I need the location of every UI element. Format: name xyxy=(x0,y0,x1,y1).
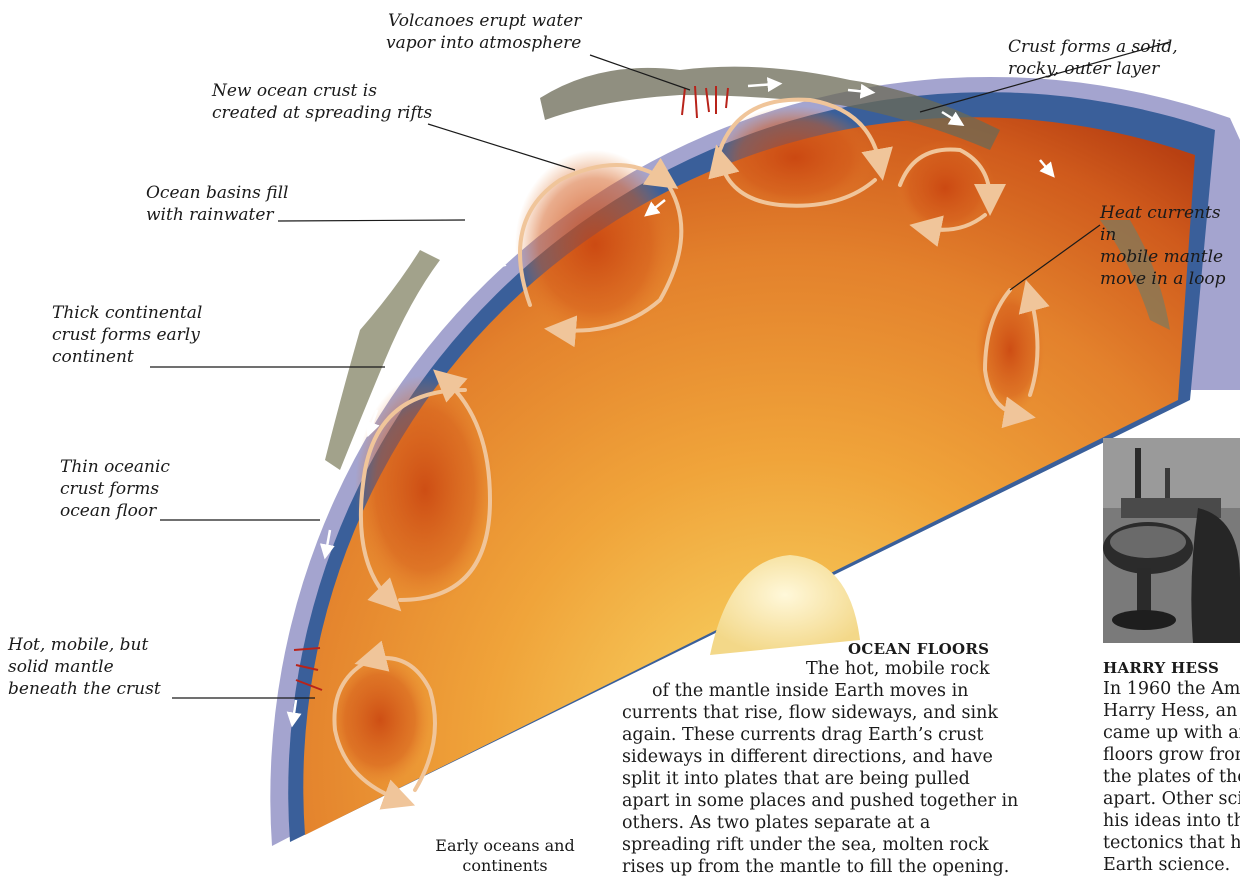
label-ocean-basins: Ocean basins fill with rainwater xyxy=(146,182,288,226)
article-text: currents that rise, flow sideways, and s… xyxy=(622,702,1020,879)
sidebar-line: the plates of the crust are pulled xyxy=(1103,766,1240,788)
article-line-2: of the mantle inside Earth moves in xyxy=(622,680,1020,702)
sidebar-body: In 1960 the American geologist Harry Hes… xyxy=(1103,678,1240,879)
label-volcanoes: Volcanoes erupt water vapor into atmosph… xyxy=(386,10,581,54)
sidebar-line: his ideas into the theory of plate xyxy=(1103,810,1240,832)
sidebar-line: apart. Other scientists developed xyxy=(1103,788,1240,810)
article-heading: OCEAN FLOORS xyxy=(848,640,989,658)
harry-hess-photo xyxy=(1103,438,1240,643)
sidebar-heading: HARRY HESS xyxy=(1103,659,1219,677)
sidebar-line: Harry Hess, an ocean-floor expert, xyxy=(1103,700,1240,722)
label-continental-crust: Thick continental crust forms early cont… xyxy=(52,302,202,368)
label-heat-currents: Heat currents in mobile mantle move in a… xyxy=(1100,202,1240,290)
sidebar-line: floors grow from the rifts, where xyxy=(1103,744,1240,766)
sidebar-line: In 1960 the American geologist xyxy=(1103,678,1240,700)
sidebar-line: Earth science. xyxy=(1103,854,1240,876)
article-line-1: The hot, mobile rock xyxy=(622,658,1020,680)
illustration-caption: Early oceans and continents xyxy=(405,836,605,876)
label-mantle: Hot, mobile, but solid mantle beneath th… xyxy=(8,634,161,700)
sidebar-line: came up with an idea that ocean xyxy=(1103,722,1240,744)
label-crust-solid: Crust forms a solid, rocky, outer layer xyxy=(1008,36,1178,80)
label-new-ocean-crust: New ocean crust is created at spreading … xyxy=(212,80,432,124)
sidebar-line: tectonics that has changed xyxy=(1103,832,1240,854)
label-oceanic-crust: Thin oceanic crust forms ocean floor xyxy=(60,456,170,522)
article-body: The hot, mobile rock of the mantle insid… xyxy=(622,658,1020,879)
